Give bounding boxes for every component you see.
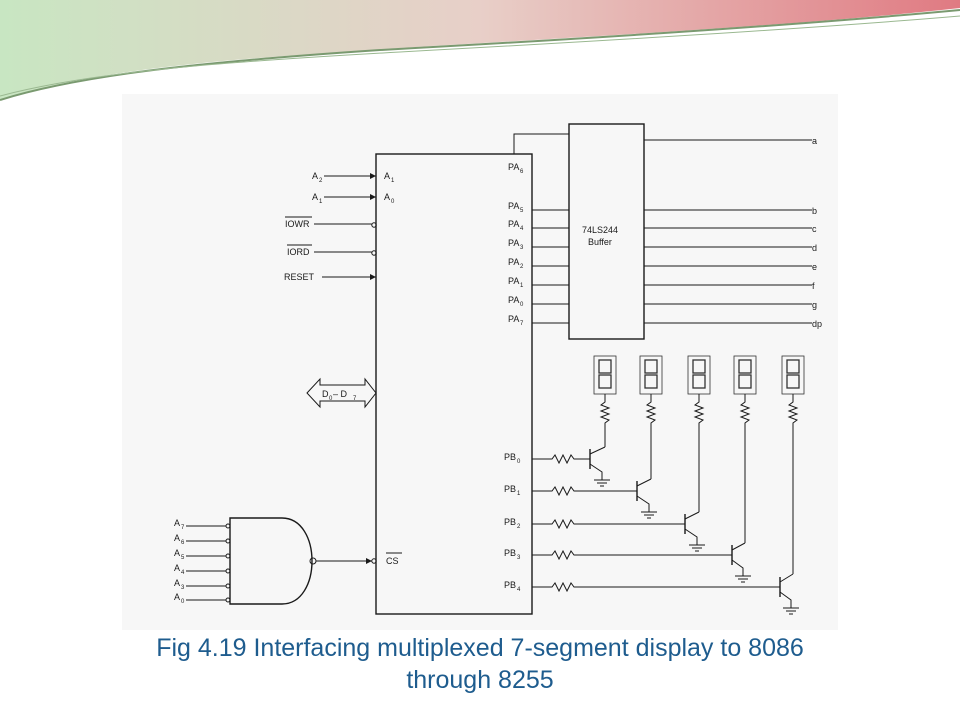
svg-text:3: 3	[181, 585, 185, 591]
input-iord: IORD	[287, 244, 377, 257]
svg-text:PA: PA	[508, 295, 519, 305]
buffer-74ls244-block	[568, 123, 645, 340]
svg-text:5: 5	[181, 555, 185, 561]
svg-text:2: 2	[520, 264, 524, 270]
svg-text:7: 7	[520, 321, 524, 327]
svg-text:PB: PB	[504, 452, 516, 462]
buffer-label-2: Buffer	[588, 237, 612, 247]
svg-text:3: 3	[520, 245, 524, 251]
svg-text:6: 6	[520, 169, 524, 175]
svg-text:4: 4	[517, 587, 521, 593]
svg-text:A: A	[174, 548, 180, 558]
svg-text:PB: PB	[504, 580, 516, 590]
svg-text:A: A	[174, 592, 180, 602]
svg-text:PA: PA	[508, 314, 519, 324]
cs-pin-label: CS	[386, 556, 399, 566]
svg-text:D: D	[322, 389, 329, 399]
seg-out-a: a	[812, 136, 817, 146]
svg-text:1: 1	[391, 178, 395, 184]
buffer-label-1: 74LS244	[582, 225, 618, 235]
seven-segment-display-5	[781, 355, 805, 395]
seg-out-g: g	[812, 300, 817, 310]
caption-line-1: Fig 4.19 Interfacing multiplexed 7-segme…	[156, 634, 804, 662]
svg-text:3: 3	[517, 555, 521, 561]
svg-text:7: 7	[181, 525, 185, 531]
svg-text:0: 0	[181, 599, 185, 605]
svg-text:PA: PA	[508, 201, 519, 211]
svg-text:A: A	[174, 518, 180, 528]
seg-out-d: d	[812, 243, 817, 253]
svg-text:IORD: IORD	[287, 247, 310, 257]
svg-text:5: 5	[520, 208, 524, 214]
seg-out-e: e	[812, 262, 817, 272]
seven-segment-display-1	[593, 355, 617, 395]
svg-text:PB: PB	[504, 517, 516, 527]
svg-text:PA: PA	[508, 238, 519, 248]
seven-segment-display-3	[687, 355, 711, 395]
svg-text:A: A	[384, 171, 390, 181]
svg-text:PA: PA	[508, 162, 519, 172]
svg-text:0: 0	[520, 302, 524, 308]
svg-text:A: A	[174, 563, 180, 573]
svg-text:A: A	[312, 192, 318, 202]
display-drive-wiring	[599, 394, 799, 574]
svg-text:4: 4	[181, 570, 185, 576]
nand-gate-cs-decoder: CS	[229, 517, 402, 605]
caption-line-2: through 8255	[406, 666, 554, 694]
seg-out-b: b	[812, 206, 817, 216]
seg-out-c: c	[812, 224, 817, 234]
input-reset: RESET	[284, 272, 376, 282]
svg-text:A: A	[312, 171, 318, 181]
svg-text:PB: PB	[504, 548, 516, 558]
seven-segment-display-4	[733, 355, 757, 395]
input-iowr: IOWR	[285, 216, 377, 229]
svg-text:1: 1	[517, 491, 521, 497]
svg-text:– D: – D	[333, 389, 348, 399]
svg-text:A: A	[174, 578, 180, 588]
figure-caption: Fig 4.19 Interfacing multiplexed 7-segme…	[0, 632, 960, 696]
svg-text:0: 0	[517, 459, 521, 465]
seg-out-f: f	[812, 281, 815, 291]
svg-text:2: 2	[517, 524, 521, 530]
svg-text:A: A	[174, 533, 180, 543]
svg-text:4: 4	[520, 226, 524, 232]
svg-text:IOWR: IOWR	[285, 219, 310, 229]
svg-text:2: 2	[319, 178, 323, 184]
svg-text:PA: PA	[508, 257, 519, 267]
svg-text:PA: PA	[508, 276, 519, 286]
slide-header-swoosh	[0, 0, 960, 101]
seven-segment-display-2	[639, 355, 663, 395]
svg-text:PA: PA	[508, 219, 519, 229]
svg-text:0: 0	[391, 199, 395, 205]
seg-out-dp: dp	[812, 319, 822, 329]
svg-text:PB: PB	[504, 484, 516, 494]
svg-text:1: 1	[319, 199, 323, 205]
svg-text:7: 7	[353, 396, 357, 402]
ppi-8255-block	[375, 153, 533, 615]
svg-text:6: 6	[181, 540, 185, 546]
svg-text:1: 1	[520, 283, 524, 289]
svg-text:RESET: RESET	[284, 272, 315, 282]
svg-text:A: A	[384, 192, 390, 202]
svg-text:0: 0	[329, 396, 333, 402]
